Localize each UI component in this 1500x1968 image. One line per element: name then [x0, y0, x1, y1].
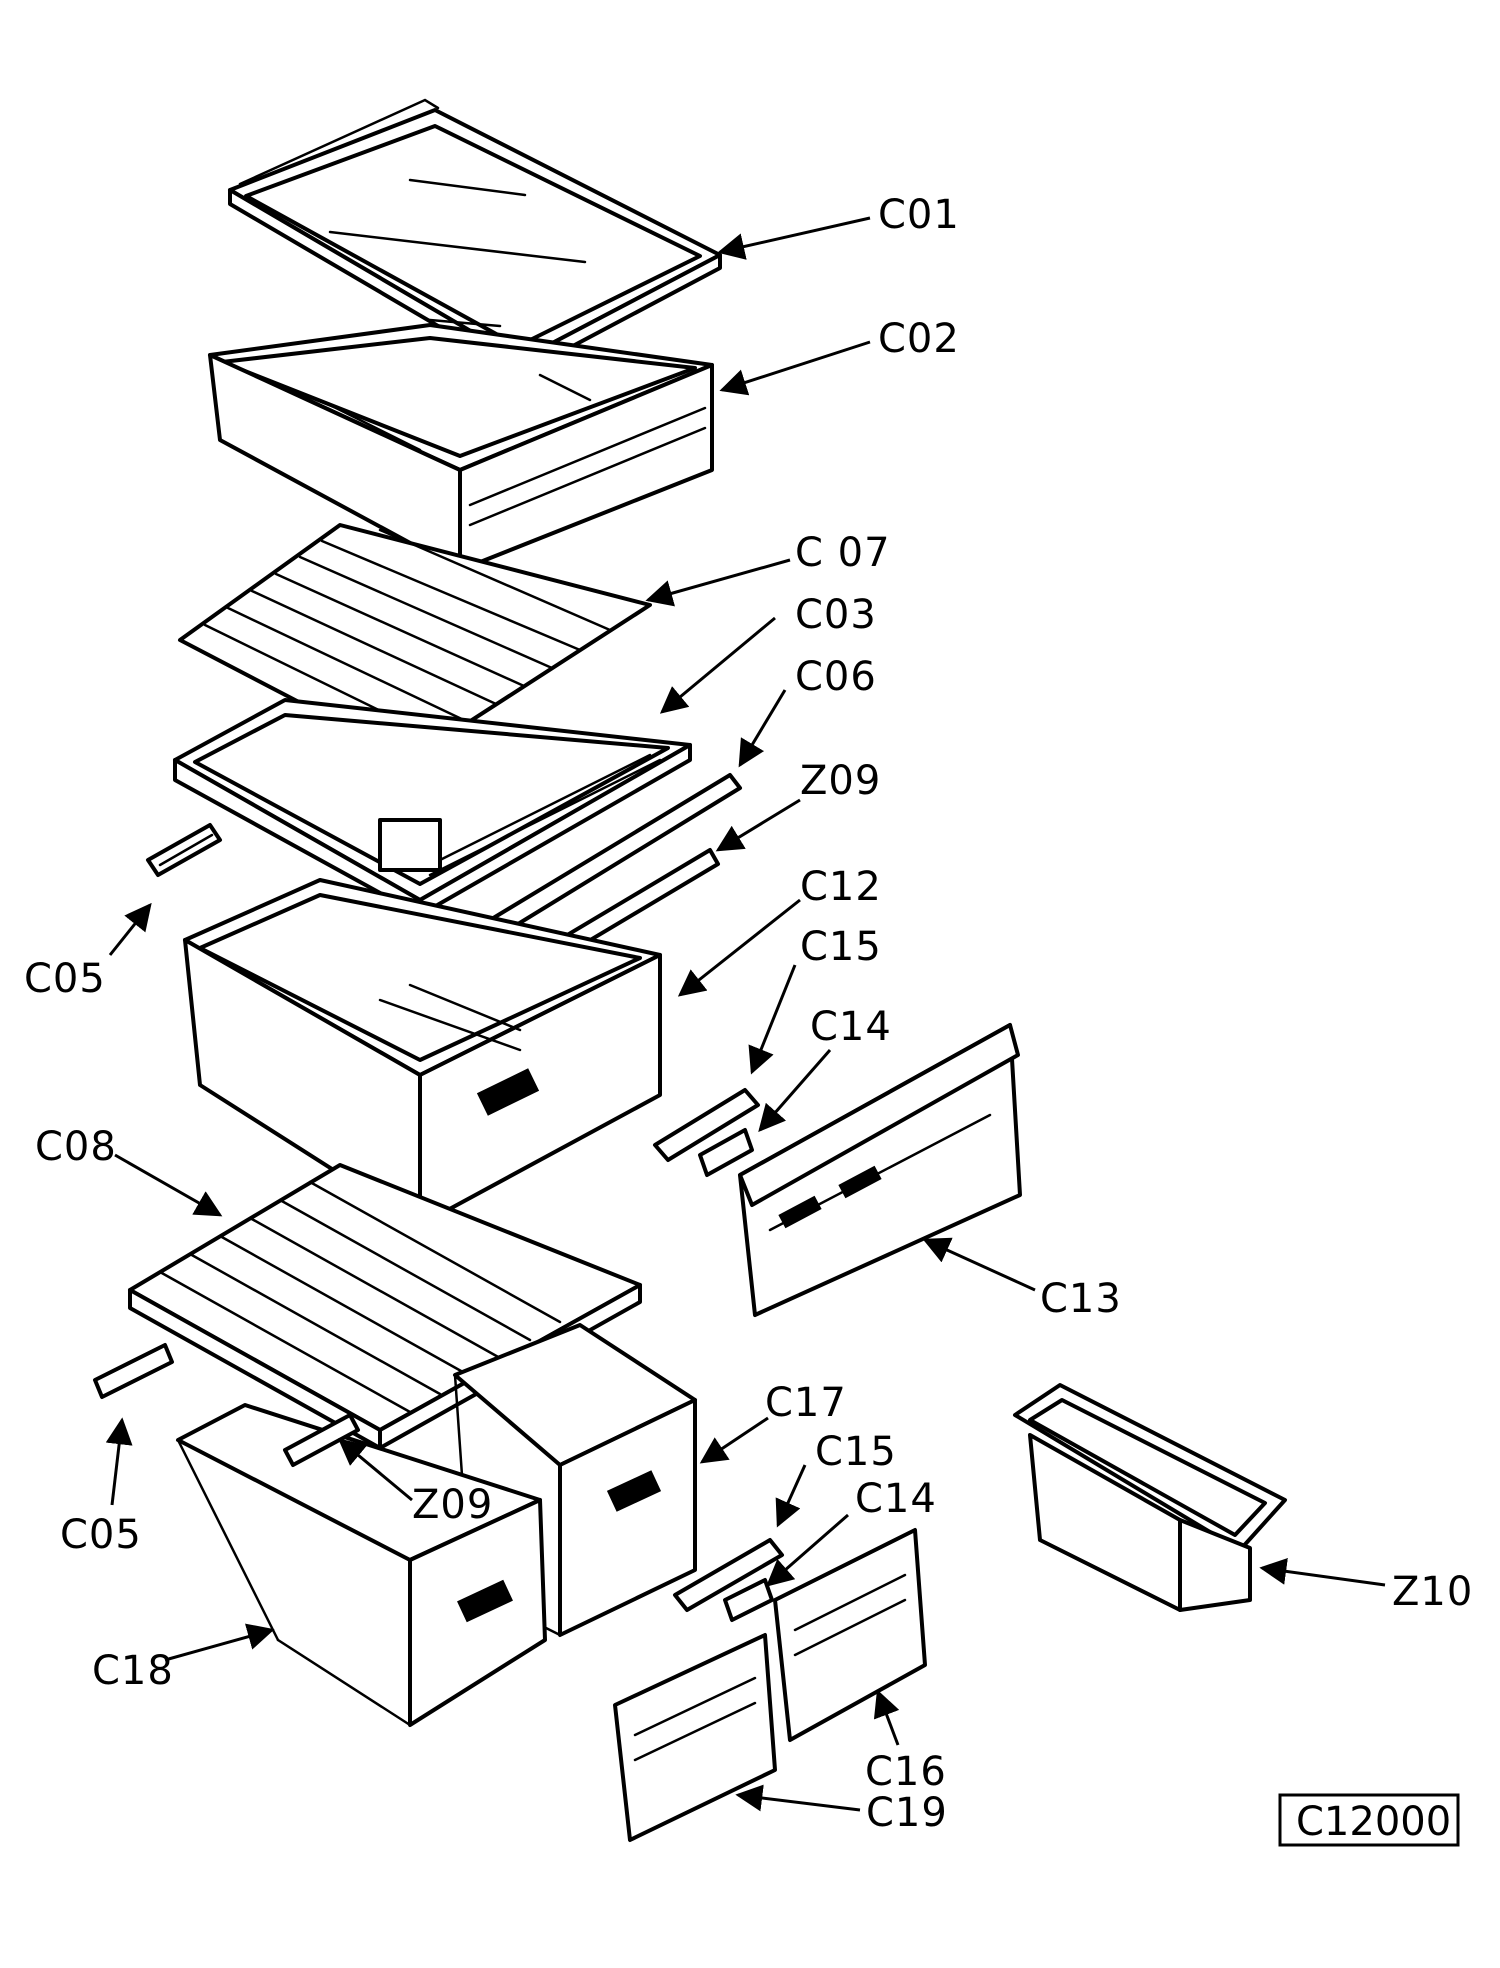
- part-c14-lower-clip: [723, 1578, 774, 1622]
- callout-c05-lower: C05: [60, 1512, 142, 1558]
- part-z09-lower-rail: [283, 1413, 360, 1467]
- part-c13-front-panel: [738, 1023, 1022, 1317]
- callout-c14-lower: C14: [855, 1476, 937, 1522]
- callout-c16: C16: [865, 1749, 947, 1795]
- callout-c14-upper: C14: [810, 1004, 892, 1050]
- part-c14-upper-clip: [698, 1128, 754, 1177]
- callout-c13: C13: [1040, 1276, 1122, 1322]
- callout-c02: C02: [878, 316, 960, 362]
- callout-z09-upper: Z09: [800, 758, 881, 804]
- part-c05-lower-rail: [93, 1343, 174, 1399]
- part-c17-small-drawer: [453, 1323, 697, 1637]
- callout-c07: C 07: [795, 530, 891, 576]
- callout-c01: C01: [878, 192, 960, 238]
- diagram-reference-box: C12000: [1278, 1793, 1460, 1847]
- part-c15-lower-bracket: [673, 1538, 784, 1612]
- callout-c12: C12: [800, 864, 882, 910]
- part-c15-upper-bracket: [653, 1088, 760, 1162]
- callout-c06: C06: [795, 654, 877, 700]
- part-c18-angled-drawer: [176, 1403, 547, 1727]
- callout-c15-lower: C15: [815, 1429, 897, 1475]
- part-c02-crisper-frame: [208, 323, 714, 572]
- callout-c03: C03: [795, 592, 877, 638]
- part-z10-door-bin: [1013, 1383, 1287, 1612]
- part-c12-crisper-drawer: [183, 878, 662, 1227]
- callout-c05-upper: C05: [24, 956, 106, 1002]
- callout-z09-lower: Z09: [412, 1482, 493, 1528]
- part-c16-drawer-front: [773, 1528, 927, 1742]
- part-c03-lid-frame: [173, 698, 692, 917]
- callout-z10: Z10: [1392, 1569, 1473, 1615]
- leader-lines: [105, 216, 1386, 1812]
- callout-c19: C19: [866, 1790, 948, 1836]
- callout-c08: C08: [35, 1124, 117, 1170]
- diagram-reference-label: C12000: [1296, 1799, 1451, 1845]
- callout-c15-upper: C15: [800, 924, 882, 970]
- part-c01-glass-cover: [228, 98, 722, 376]
- callout-c17: C17: [765, 1380, 847, 1426]
- part-c19-drawer-front: [613, 1633, 777, 1842]
- callout-c18: C18: [92, 1648, 174, 1694]
- part-c05-upper-rail: [146, 823, 222, 877]
